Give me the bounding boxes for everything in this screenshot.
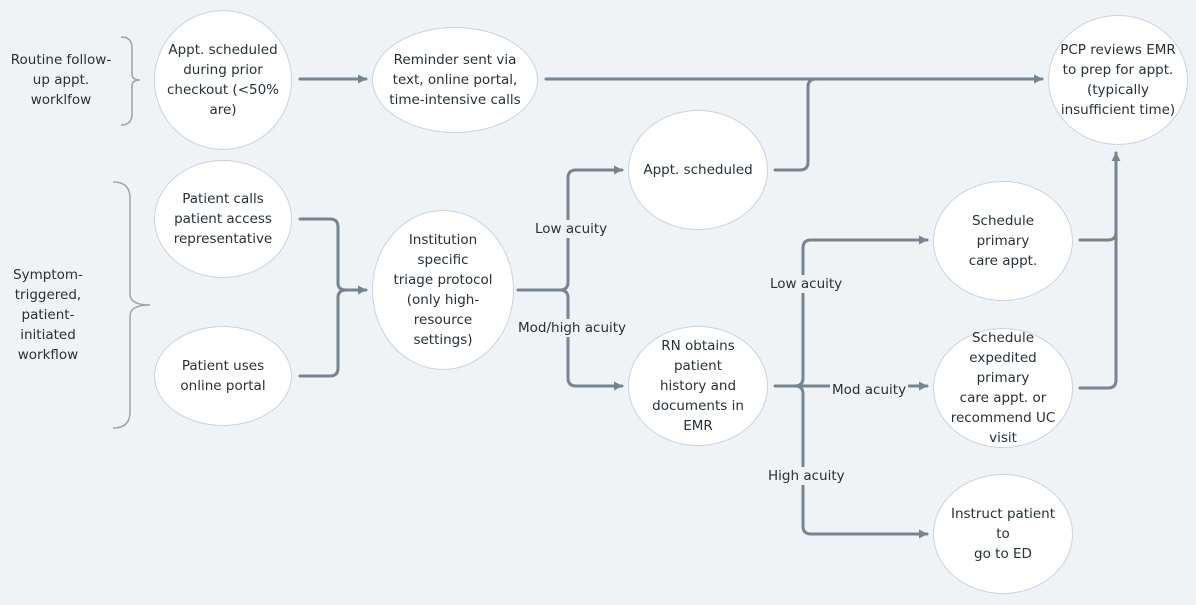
symptom-brace bbox=[112, 181, 151, 429]
label-triage-mod-high-acuity: Mod/high acuity bbox=[516, 319, 629, 337]
edge-primary-to-pcp bbox=[1078, 151, 1121, 242]
edge-appt-scheduled-to-pcp bbox=[773, 77, 818, 172]
routine-workflow-label: Routine follow- up appt. worklfow bbox=[10, 52, 112, 108]
node-triage-protocol: Institution specific triage protocol (on… bbox=[372, 210, 514, 370]
node-patient-calls: Patient calls patient access representat… bbox=[154, 160, 292, 278]
label-rn-low-acuity: Low acuity bbox=[768, 275, 845, 293]
edge-rn-low bbox=[773, 235, 929, 388]
label-triage-low-acuity: Low acuity bbox=[533, 220, 610, 238]
edge-portal-to-triage bbox=[298, 288, 348, 378]
node-pcp-reviews: PCP reviews EMR to prep for appt. (typic… bbox=[1048, 15, 1188, 145]
edge-expedited-to-pcp bbox=[1078, 230, 1118, 390]
node-schedule-expedited: Schedule expedited primary care appt. or… bbox=[933, 328, 1073, 448]
symptom-workflow-label: Symptom- triggered, patient-initiated wo… bbox=[13, 267, 83, 363]
node-appt-scheduled: Appt. scheduled bbox=[628, 110, 768, 230]
edge-calls-to-triage bbox=[298, 217, 368, 295]
edge-triage-mod-high bbox=[558, 288, 624, 391]
routine-brace bbox=[120, 36, 141, 126]
node-reminder-sent: Reminder sent via text, online portal, t… bbox=[372, 27, 538, 133]
label-rn-high-acuity: High acuity bbox=[766, 467, 847, 485]
label-rn-mod-acuity: Mod acuity bbox=[830, 381, 909, 399]
node-patient-portal: Patient uses online portal bbox=[154, 326, 292, 426]
node-rn-obtains: RN obtains patient history and documents… bbox=[628, 326, 768, 446]
node-schedule-primary: Schedule primary care appt. bbox=[933, 181, 1073, 301]
edge-rn-high bbox=[793, 384, 929, 539]
node-appt-prior-checkout: Appt. scheduled during prior checkout (<… bbox=[154, 10, 292, 150]
node-instruct-ed: Instruct patient to go to ED bbox=[933, 474, 1073, 594]
